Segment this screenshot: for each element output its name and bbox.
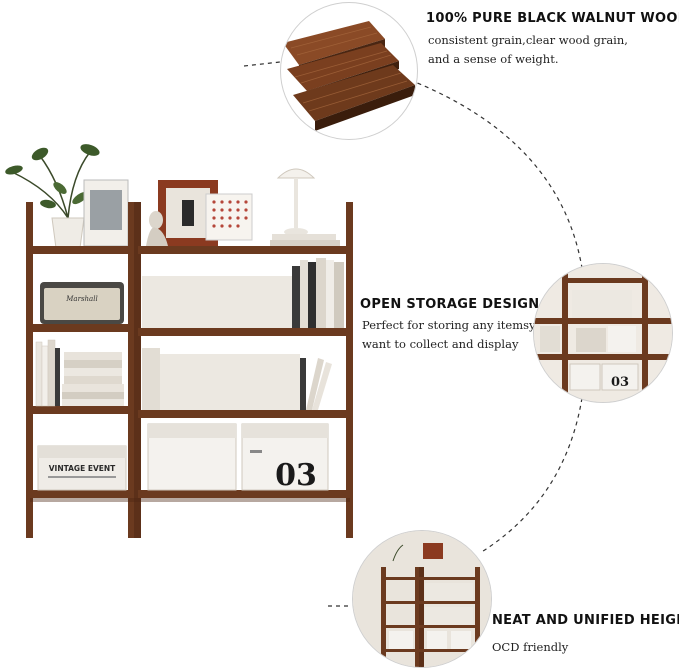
- feature-desc-wood-line1: consistent grain,clear wood grain,: [428, 33, 628, 47]
- feature-desc-height-line1: OCD friendly: [492, 640, 569, 654]
- feature-title-storage: OPEN STORAGE DESIGN: [360, 297, 540, 312]
- vintage-box-label: VINTAGE EVENT: [49, 464, 116, 473]
- wood-grain-circle: [280, 2, 418, 140]
- storage-detail-circle: 03: [533, 263, 673, 403]
- feature-title-height: NEAT AND UNIFIED HEIGHT: [492, 613, 679, 628]
- speaker-brand: Marshall: [65, 295, 97, 303]
- lamp-icon: [276, 168, 316, 236]
- bookshelf-illustration: Marshall VINTAGE EVENT: [0, 120, 360, 545]
- feature-desc-wood-line2: and a sense of weight.: [428, 52, 559, 66]
- feature-desc-storage-line1: Perfect for storing any itemsyou: [362, 318, 550, 332]
- plant-icon: [5, 144, 100, 249]
- box-number: 03: [275, 458, 317, 493]
- height-detail-circle: [352, 530, 492, 668]
- feature-desc-storage-line2: want to collect and display: [362, 337, 519, 351]
- small-box-number: 03: [611, 375, 629, 390]
- feature-title-wood: 100% PURE BLACK WALNUT WOOD: [426, 11, 679, 26]
